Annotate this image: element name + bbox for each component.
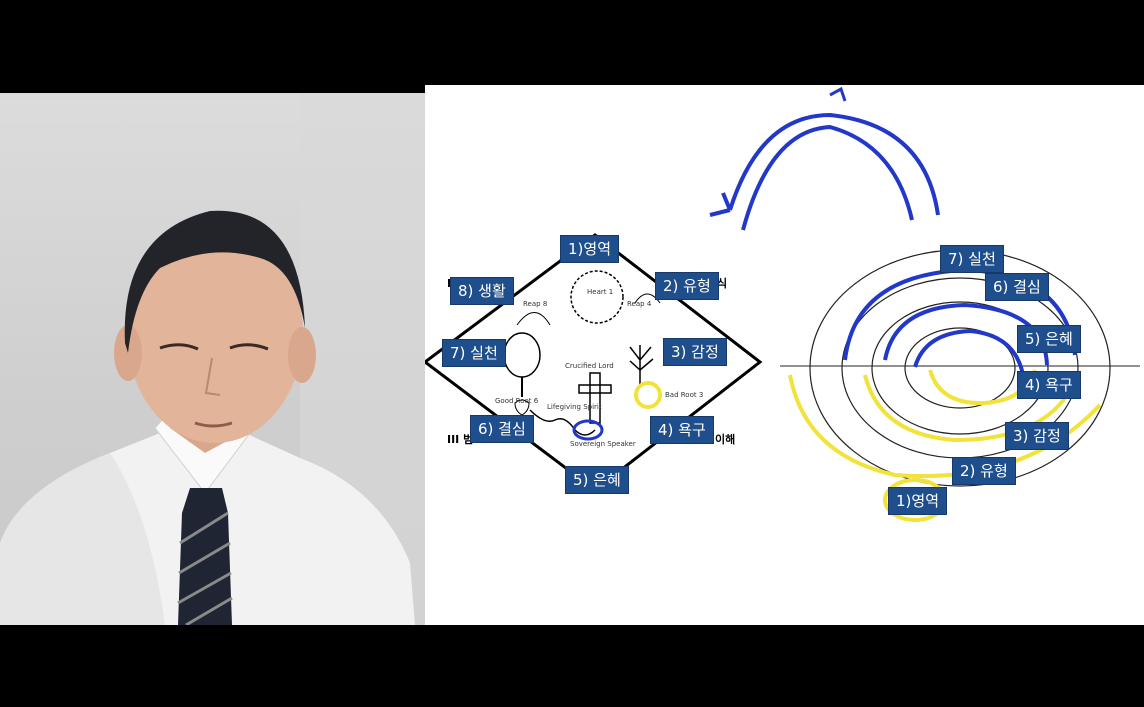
diamond-label-5: 5) 은혜 [565, 466, 629, 494]
crucified-text: Crucified Lord [565, 362, 614, 370]
diamond-fragment-right-bottom: 이해 [715, 433, 736, 446]
arc-arrow-inner [741, 124, 914, 231]
heart-text: Heart 1 [587, 288, 614, 296]
blue-circle-mark [572, 419, 604, 441]
diamond-label-4: 4) 욕구 [650, 416, 714, 444]
circle-label-6: 6) 결심 [985, 273, 1049, 301]
diamond-label-2: 2) 유형 [655, 272, 719, 300]
webcam-video [0, 93, 425, 625]
circle-label-3: 3) 감정 [1005, 422, 1069, 450]
diamond-label-8: 8) 생활 [450, 277, 514, 305]
circle-label-2: 2) 유형 [952, 457, 1016, 485]
reap-left-text: Reap 8 [523, 300, 548, 308]
diamond-fragment-right-top: 식 [717, 277, 728, 290]
diagram-drawing [425, 86, 1140, 522]
bad-tree-icon [629, 345, 654, 385]
slide-canvas: Heart 1 Crucified Lord Lifegiving Spirit… [425, 85, 1144, 625]
circle-label-5: 5) 은혜 [1017, 325, 1081, 353]
circle-label-7: 7) 실천 [940, 245, 1004, 273]
diamond-label-3: 3) 감정 [663, 338, 727, 366]
diamond-label-6: 6) 결심 [470, 415, 534, 443]
lifegiving-text: Lifegiving Spirit [547, 403, 602, 411]
diamond-fragment-left-top: I [447, 277, 451, 290]
good-root-text: Good Root 6 [495, 397, 539, 405]
outer-circle [809, 249, 1111, 487]
bad-root-text: Bad Root 3 [665, 391, 704, 399]
circle-label-1: 1)영역 [888, 487, 947, 515]
heart-sun-icon [570, 270, 624, 324]
reap-right-text: Reap 4 [627, 300, 652, 308]
yellow-circle-mark [634, 381, 662, 409]
cross-icon [589, 372, 601, 424]
arc-arrow-outer [728, 112, 940, 216]
diamond-fragment-left-bottom: III 벋 [447, 433, 474, 446]
good-tree-icon [503, 332, 541, 378]
diamond-label-1: 1)영역 [560, 235, 619, 263]
sovereign-text: Sovereign Speaker [570, 440, 636, 448]
diamond-label-7: 7) 실천 [442, 339, 506, 367]
presenter-figure [0, 93, 425, 625]
circle-label-4: 4) 욕구 [1017, 371, 1081, 399]
